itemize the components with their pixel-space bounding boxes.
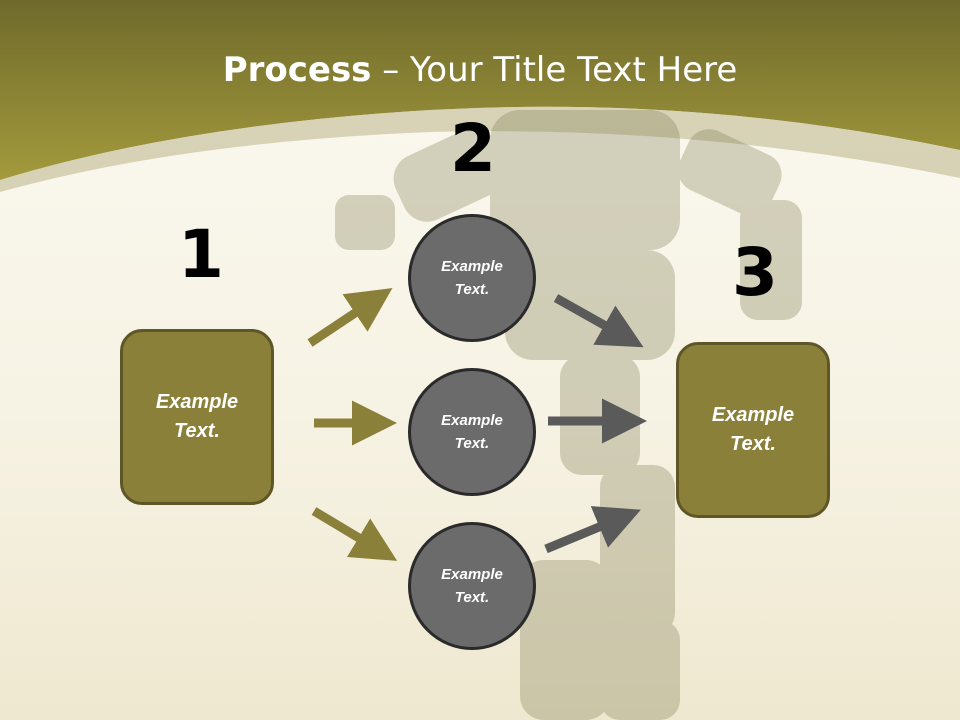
step-number-1: 1 <box>178 216 224 293</box>
step-2-text-bottom: Example Text. <box>441 566 503 606</box>
step-2-text-top: Example Text. <box>441 258 503 298</box>
step-2-text-middle: Example Text. <box>441 412 503 452</box>
title-rest: – Your Title Text Here <box>371 50 738 90</box>
step-number-3: 3 <box>732 234 778 311</box>
step-1-box: Example Text. <box>120 329 274 505</box>
header-curve-shadow <box>0 106 960 192</box>
step-3-text: Example Text. <box>711 404 795 455</box>
step-2-circle-top: Example Text. <box>408 214 536 342</box>
arrow-top-to-3 <box>553 294 644 348</box>
step-3-box: Example Text. <box>676 342 830 518</box>
arrow-1-to-bottom <box>311 507 398 561</box>
header-band <box>0 0 960 180</box>
page-title: Process – Your Title Text Here <box>0 50 960 90</box>
arrow-bottom-to-3 <box>544 506 641 554</box>
arrow-1-to-top <box>307 288 393 347</box>
step-2-circle-bottom: Example Text. <box>408 522 536 650</box>
step-1-text: Example Text. <box>155 391 239 442</box>
title-bold: Process <box>222 50 372 90</box>
step-2-circle-middle: Example Text. <box>408 368 536 496</box>
step-number-2: 2 <box>450 110 496 187</box>
